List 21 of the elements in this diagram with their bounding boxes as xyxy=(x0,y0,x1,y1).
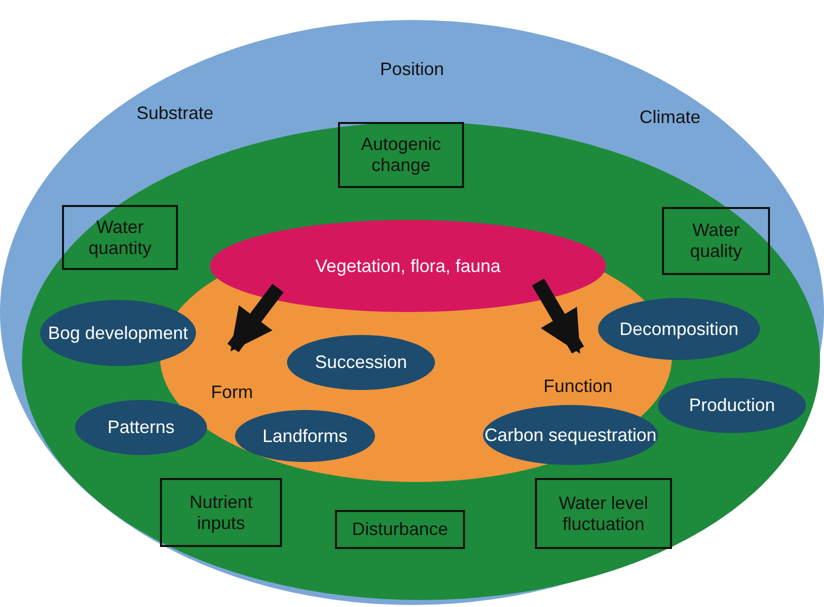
term-label: Patterns xyxy=(107,417,175,438)
term-label: Carbon sequestration xyxy=(484,424,657,446)
term-label: Decomposition xyxy=(619,318,739,340)
category-label: Function xyxy=(543,376,613,396)
term-label: Succession xyxy=(314,352,408,373)
arrow xyxy=(532,278,584,354)
factor-label: Disturbance xyxy=(352,519,448,540)
factor-label: Water quantity xyxy=(87,216,153,258)
term-label: Landforms xyxy=(262,426,348,446)
zone-label: Position xyxy=(380,58,444,80)
zone-label: Climate xyxy=(639,106,700,128)
factor-label: Water quality xyxy=(688,220,744,262)
term-label: Vegetation, flora, fauna xyxy=(315,256,501,276)
zone-label: Substrate xyxy=(136,102,214,124)
arrow xyxy=(227,284,284,352)
category-label: Form xyxy=(211,382,253,402)
term-label: Production xyxy=(688,395,776,416)
factor-label: Autogenic change xyxy=(360,134,442,176)
factor-label: Nutrient inputs xyxy=(188,492,254,534)
factor-label: Water level fluctuation xyxy=(558,492,650,534)
term-label: Bog development xyxy=(48,322,188,344)
